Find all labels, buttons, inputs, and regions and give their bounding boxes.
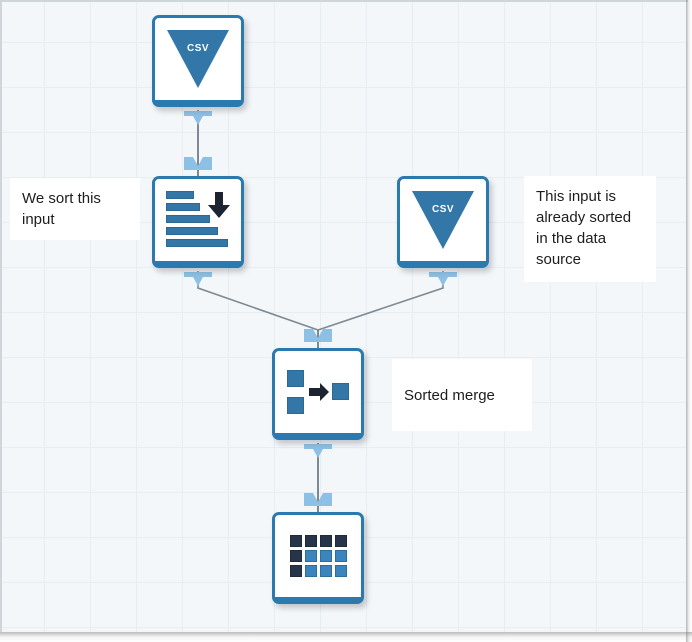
csv-triangle-shape [167, 30, 229, 88]
grid-cell [319, 550, 332, 562]
connector-arrow-out-icon [429, 272, 457, 287]
grid-cell [334, 535, 347, 547]
node-icon-container [275, 351, 361, 433]
node-icon-container [275, 515, 361, 597]
csv-triangle-shape [412, 191, 474, 249]
table-output-node[interactable] [272, 512, 364, 604]
merge-arrow-icon [287, 364, 349, 420]
connector-arrow-out-icon [184, 272, 212, 287]
canvas-frame-top [0, 0, 688, 2]
down-arrow-icon [208, 192, 230, 223]
grid-cell [334, 550, 347, 562]
grid-cell [319, 535, 332, 547]
node-icon-container: CSV [155, 18, 241, 100]
sorted-merge-node[interactable] [272, 348, 364, 440]
csv-input-node-right[interactable]: CSV [397, 176, 489, 268]
sort-descending-icon [166, 191, 230, 249]
node-icon-container: CSV [400, 179, 486, 261]
connector-arrow-in-icon [304, 327, 332, 342]
sort-bar [166, 215, 210, 223]
sort-node[interactable] [152, 176, 244, 268]
csv-triangle-icon: CSV [167, 30, 229, 88]
annotation-presorted-input: This input is already sorted in the data… [524, 176, 656, 282]
csv-input-node-top[interactable]: CSV [152, 15, 244, 107]
merge-input-square [287, 397, 304, 414]
grid-cell [304, 535, 317, 547]
canvas-frame-left [0, 0, 2, 632]
canvas-frame-right [686, 0, 692, 642]
connector-arrow-out-icon [304, 444, 332, 459]
grid-cell [289, 565, 302, 577]
right-arrow-icon [309, 383, 329, 406]
grid-table-icon [289, 535, 347, 577]
merge-input-square [287, 370, 304, 387]
connector-arrow-out-icon [184, 111, 212, 126]
connector-arrow-in-icon [304, 491, 332, 506]
merge-output-square [332, 383, 349, 400]
grid-cell [304, 550, 317, 562]
csv-icon-label: CSV [186, 43, 210, 54]
sort-bar [166, 203, 200, 211]
sort-bar [166, 191, 194, 199]
connector-arrow-in-icon [184, 155, 212, 170]
sort-bar [166, 239, 228, 247]
node-icon-container [155, 179, 241, 261]
sort-bar [166, 227, 218, 235]
csv-icon-label: CSV [431, 204, 455, 215]
annotation-sorted-merge: Sorted merge [392, 359, 532, 431]
grid-cell [319, 565, 332, 577]
csv-triangle-icon: CSV [412, 191, 474, 249]
grid-cell [334, 565, 347, 577]
grid-cell [289, 550, 302, 562]
grid-cell [289, 535, 302, 547]
canvas-frame-bottom [0, 632, 692, 642]
annotation-sort-input: We sort this input [10, 178, 140, 240]
grid-cell [304, 565, 317, 577]
